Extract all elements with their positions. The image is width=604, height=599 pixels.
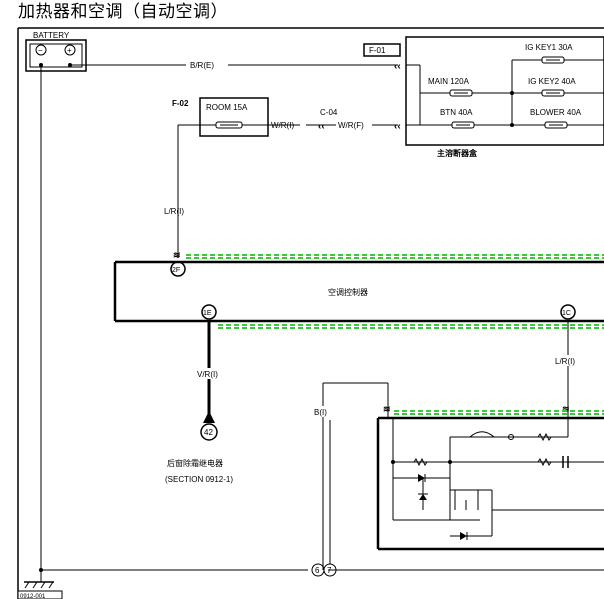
relay-label-1: 后窗除霜继电器	[167, 458, 223, 468]
fuse-room-box	[199, 97, 269, 137]
battery-terminal-neg	[39, 63, 43, 67]
connector-f01-label: F-01	[369, 46, 386, 55]
connector-f01-box	[363, 43, 401, 57]
resistor-left-icon	[413, 457, 428, 467]
resistor-top-icon	[537, 432, 552, 442]
shield-mark-b: ≋	[383, 404, 391, 414]
fuse-box-label: 主溶断器盒	[437, 148, 478, 158]
controller-label: 空调控制器	[328, 287, 368, 297]
pin-6-label: 6	[315, 566, 320, 575]
fuse-room-label: ROOM 15A	[206, 103, 248, 112]
footer-code-box	[17, 590, 63, 599]
ground-hatch-3	[40, 581, 46, 589]
connector-mark-f01: ‹‹	[394, 61, 401, 72]
connector-f02-label: F-02	[172, 99, 189, 108]
pin-42-label: 42	[204, 428, 213, 437]
pin-1c	[560, 304, 576, 320]
circuit-contact-icon	[508, 434, 514, 440]
shield-mark-1c: ≋	[562, 404, 570, 414]
arrow-to-relay-icon	[203, 411, 215, 423]
ground-hatch-2	[32, 581, 38, 589]
pin-2f-label: 2F	[172, 267, 180, 274]
fuse-ig-key1-label: IG KEY1 30A	[525, 43, 573, 52]
junction-1	[391, 460, 395, 464]
pin-7-label: 7	[327, 566, 332, 575]
connector-mark-c04: ‹‹	[318, 121, 325, 132]
wire-b-i-label: B(I)	[314, 408, 327, 417]
wire-br-e-label-bg	[186, 59, 228, 70]
ground-hatch-1	[24, 581, 30, 589]
wire-lr-i-right-label: L/R(I)	[555, 357, 575, 366]
fuse-ig-key2-label: IG KEY2 40A	[528, 77, 576, 86]
pin-42	[200, 423, 218, 441]
junction-2	[448, 460, 452, 464]
page-title: 加热器和空调（自动空调）	[18, 2, 228, 22]
wire-lr-i-right-label-bg	[554, 355, 582, 366]
wire-vr-i-label: V/R(I)	[197, 370, 218, 379]
resistor-right-icon	[537, 457, 552, 467]
fuse-blower-label: BLOWER 40A	[530, 108, 582, 117]
battery-negative-icon	[35, 44, 47, 56]
wire-lr-i-left-label: L/R(I)	[164, 207, 184, 216]
wire-wr-i-label: W/R(I)	[271, 121, 294, 130]
relay-label-2: (SECTION 0912-1)	[165, 475, 233, 484]
ground-hatch-4	[48, 581, 54, 589]
wire-b-i-label-bg	[313, 406, 335, 417]
fuse-btn-label: BTN 40A	[440, 108, 473, 117]
wire-br-e-label: B/R(E)	[190, 61, 214, 70]
battery-positive-icon	[64, 44, 76, 56]
pin-1e-label: 1E	[203, 310, 212, 317]
battery-neg-sign: −	[38, 46, 43, 55]
wire-wr-f-label: W/R(F)	[338, 121, 364, 130]
connector-c04-label: C-04	[320, 108, 338, 117]
pin-1e	[201, 304, 217, 320]
wire-vr-i-label-bg	[196, 368, 224, 379]
fuse-main-label: MAIN 120A	[428, 77, 470, 86]
fuse-box-junction-1	[510, 91, 514, 95]
circuit-coil-icon	[469, 431, 495, 438]
battery-box	[25, 39, 87, 72]
pin-2f	[170, 261, 186, 277]
shield-mark-2f: ≋	[173, 250, 181, 260]
footer-code: 0912-001	[20, 594, 46, 599]
battery-label: BATTERY	[33, 31, 70, 40]
main-fuse-box	[405, 36, 604, 146]
wire-wr-f-label-bg	[336, 119, 372, 130]
connector-mark-btn: ‹‹	[394, 121, 401, 132]
pin-1c-label: 1C	[562, 310, 571, 317]
battery-inner	[29, 43, 83, 68]
battery-pos-sign: +	[67, 46, 72, 55]
